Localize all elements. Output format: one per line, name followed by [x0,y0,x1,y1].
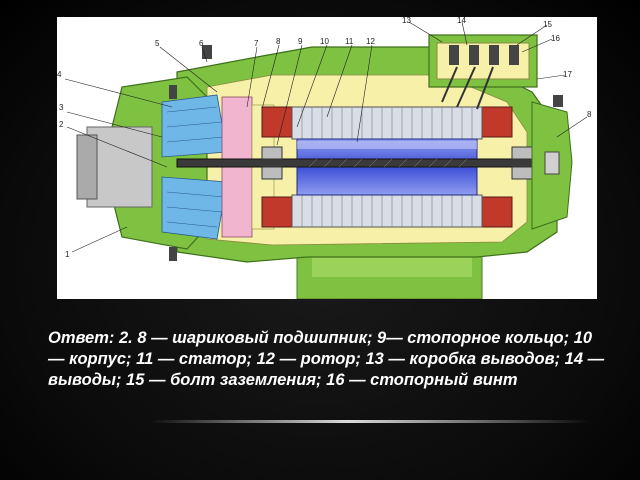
rear-shaft-end [544,151,560,175]
caption-underline [150,420,590,423]
stator-core-bottom [291,194,483,228]
shaft-hatch [308,158,468,168]
winding-front-top [261,106,293,138]
bolt-rear [553,95,563,107]
callout-16: 16 [551,34,560,43]
answer-caption: Ответ: 2. 8 — шариковый подшипник; 9— ст… [48,329,605,389]
callout-4: 4 [57,70,62,79]
callout-2: 2 [59,120,64,129]
callout-17: 17 [563,70,572,79]
shaft [176,158,558,168]
winding-rear-bottom [481,196,513,228]
winding-front-bottom [261,196,293,228]
inlet-flange [76,134,98,200]
callout-9: 9 [298,37,303,46]
impeller-lower [161,176,228,240]
callout-1: 1 [65,250,70,259]
callout-7: 7 [254,39,259,48]
callout-15: 15 [543,20,552,29]
callout-14: 14 [457,17,466,25]
stator-core-top [291,106,483,140]
impeller-vanes [166,106,225,228]
front-bearing-bottom [261,166,283,180]
callout-labels: 1 2 3 4 5 6 7 8 9 10 11 12 13 14 15 16 1… [57,17,592,259]
bolt-top-left [169,85,177,99]
callout-11: 11 [345,37,354,46]
callout-5: 5 [155,39,160,48]
impeller-upper [161,94,228,158]
stator-laminations [301,107,473,227]
callout-6: 6 [199,39,204,48]
front-bearing-top [261,146,283,160]
callout-13: 13 [402,17,411,25]
terminal-leads [441,66,494,110]
leader-lines [64,21,588,253]
callout-12: 12 [366,37,375,46]
callout-8: 8 [276,37,281,46]
winding-rear-top [481,106,513,138]
callout-10: 10 [320,37,329,46]
terminal-posts [449,45,519,65]
rear-bearing-bottom [511,166,533,180]
bolt-top [202,45,212,59]
callout-8-rear: 8 [587,110,592,119]
bolt-bottom-left [169,247,177,261]
pump-motor-diagram: 1 2 3 4 5 6 7 8 9 10 11 12 13 14 15 16 1… [57,17,597,299]
callout-3: 3 [59,103,64,112]
diagram-drawing: 1 2 3 4 5 6 7 8 9 10 11 12 13 14 15 16 1… [57,17,592,299]
rotor-highlight [297,141,477,149]
rear-bearing-top [511,146,533,160]
